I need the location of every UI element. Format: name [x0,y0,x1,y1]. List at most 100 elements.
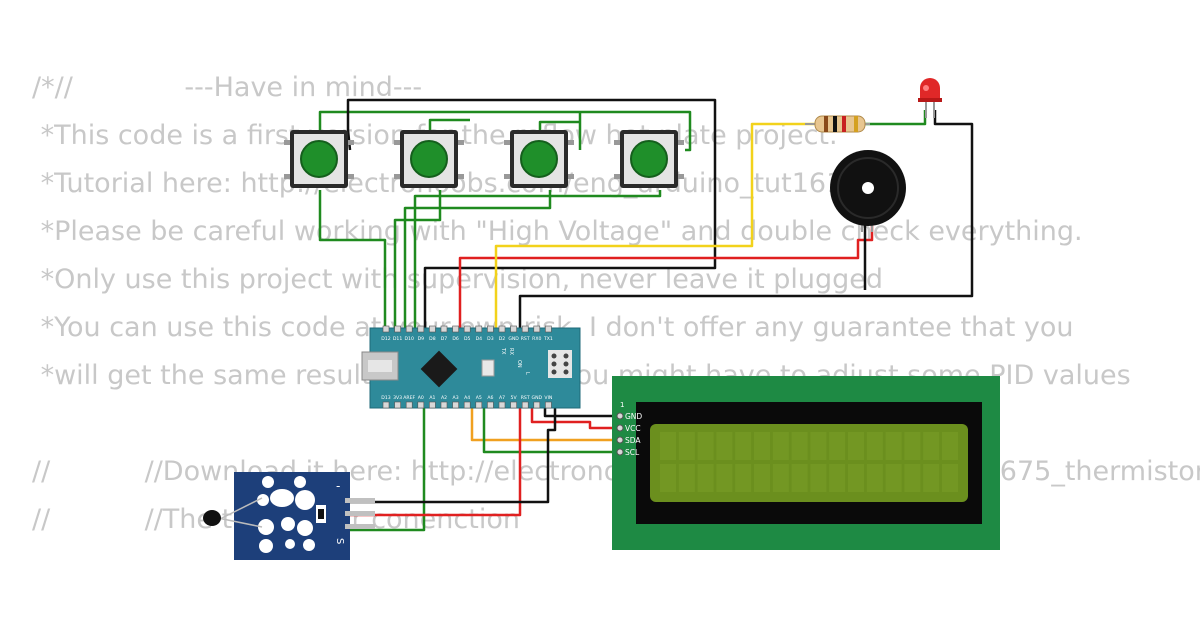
arduino-pin-label: GND [508,336,519,342]
arduino-pin-label: D4 [476,336,483,342]
arduino-pin-label: D13 [381,395,390,401]
lcd-character-cell [829,464,846,492]
arduino-pin[interactable] [463,401,471,409]
arduino-pin[interactable] [498,401,506,409]
lcd-character-cell [678,432,695,460]
reset-button[interactable] [481,359,495,377]
code-line: /*// ---Have in mind--- [32,72,423,103]
arduino-pin[interactable] [452,325,459,333]
wire-lcd-vcc[interactable] [530,405,618,430]
arduino-pin-label: A3 [453,395,459,401]
lcd-pin-gnd: GND [625,412,642,421]
wire-button-top-green-3[interactable] [538,120,580,130]
wire-lcd-scl[interactable] [482,405,618,454]
lcd-character-cell [660,432,676,460]
arduino-pin[interactable] [429,325,436,333]
arduino-pin[interactable] [487,325,494,333]
lcd-character-cell [735,432,752,460]
arduino-pin[interactable] [545,325,552,333]
wire-lcd-gnd[interactable] [543,405,618,418]
lcd-character-cell [716,432,733,460]
arduino-pin[interactable] [510,401,517,409]
arduino-pin[interactable] [463,325,471,333]
wire-resistor-led[interactable] [865,110,927,126]
arduino-pin[interactable] [510,325,517,333]
lcd-character-cell [678,464,695,492]
lcd-character-cell [735,464,752,492]
wire-buzzer-red[interactable] [458,225,874,328]
arduino-pin[interactable] [475,401,483,409]
thermistor-label-s: S [334,538,345,544]
arduino-pin[interactable] [417,325,425,333]
arduino-pin[interactable] [440,325,448,333]
arduino-pin[interactable] [405,325,413,333]
arduino-pin[interactable] [382,325,390,333]
arduino-pin[interactable] [521,325,529,333]
button-cap[interactable] [520,140,558,178]
arduino-pin[interactable] [487,401,494,409]
pushbutton-2[interactable] [394,130,464,188]
wire-button2[interactable] [393,190,442,328]
arduino-pin[interactable] [429,401,436,409]
wire-led-yellow[interactable] [494,122,815,328]
lcd-character-cell [904,464,921,492]
pushbutton-4[interactable] [614,130,684,188]
arduino-pin[interactable] [394,401,401,409]
arduino-pin[interactable] [498,325,506,333]
lcd-character-cell [791,464,808,492]
arduino-pin[interactable] [533,401,541,409]
wire-button1[interactable] [318,190,387,328]
button-cap[interactable] [410,140,448,178]
arduino-pin[interactable] [405,401,413,409]
arduino-pin[interactable] [521,401,529,409]
arduino-pin[interactable] [440,401,448,409]
led[interactable] [918,78,942,118]
arduino-pin-label: AREF [403,395,415,401]
arduino-pin[interactable] [417,401,425,409]
arduino-pin[interactable] [382,401,390,409]
lcd-display[interactable]: 1 GND VCC SDA SCL [612,376,1000,550]
code-line: *Please be careful working with "High Vo… [32,216,1083,247]
pushbutton-3[interactable] [504,130,574,188]
lcd-character-cell [904,432,921,460]
wire-button-top-green-2[interactable] [428,118,470,130]
thermistor-module[interactable]: - S [203,472,375,560]
arduino-pin[interactable] [394,325,401,333]
button-cap[interactable] [300,140,338,178]
lcd-character-cell [885,464,902,492]
arduino-pin-label: 5V [511,395,518,401]
wire-thermistor-vcc[interactable] [345,405,522,517]
buzzer[interactable] [830,150,906,232]
arduino-pin[interactable] [475,325,483,333]
lcd-character-cell [942,464,958,492]
wire-lcd-sda[interactable] [470,405,618,442]
lcd-pin-one-marker: 1 [620,401,624,409]
lcd-character-cell [866,432,883,460]
arduino-pin-label: A1 [429,395,435,401]
lcd-character-cell [754,432,770,460]
wire-gnd-black[interactable] [518,110,974,328]
resistor[interactable] [805,115,870,133]
arduino-pin-label: 3V3 [393,395,402,401]
led-label-l: L [524,372,530,375]
wires [318,98,974,532]
arduino-pin[interactable] [533,325,541,333]
wire-button-top-green[interactable] [318,110,692,152]
led-label-tx: TX [500,347,506,355]
wire-button4[interactable] [413,190,662,328]
wire-button3[interactable] [403,190,552,328]
wire-thermistor-gnd[interactable] [345,405,557,504]
led-label-rx: RX [508,348,514,355]
arduino-pin[interactable] [452,401,459,409]
arduino-pin[interactable] [545,401,552,409]
wire-button-gnd[interactable] [346,98,717,328]
arduino-pin-label: A5 [476,395,482,401]
button-cap[interactable] [630,140,668,178]
lcd-character-cell [942,432,958,460]
lcd-character-cell [810,464,827,492]
lcd-pin-vcc: VCC [625,424,641,433]
arduino-pin-label: D8 [429,336,436,342]
pushbutton-1[interactable] [284,130,354,188]
